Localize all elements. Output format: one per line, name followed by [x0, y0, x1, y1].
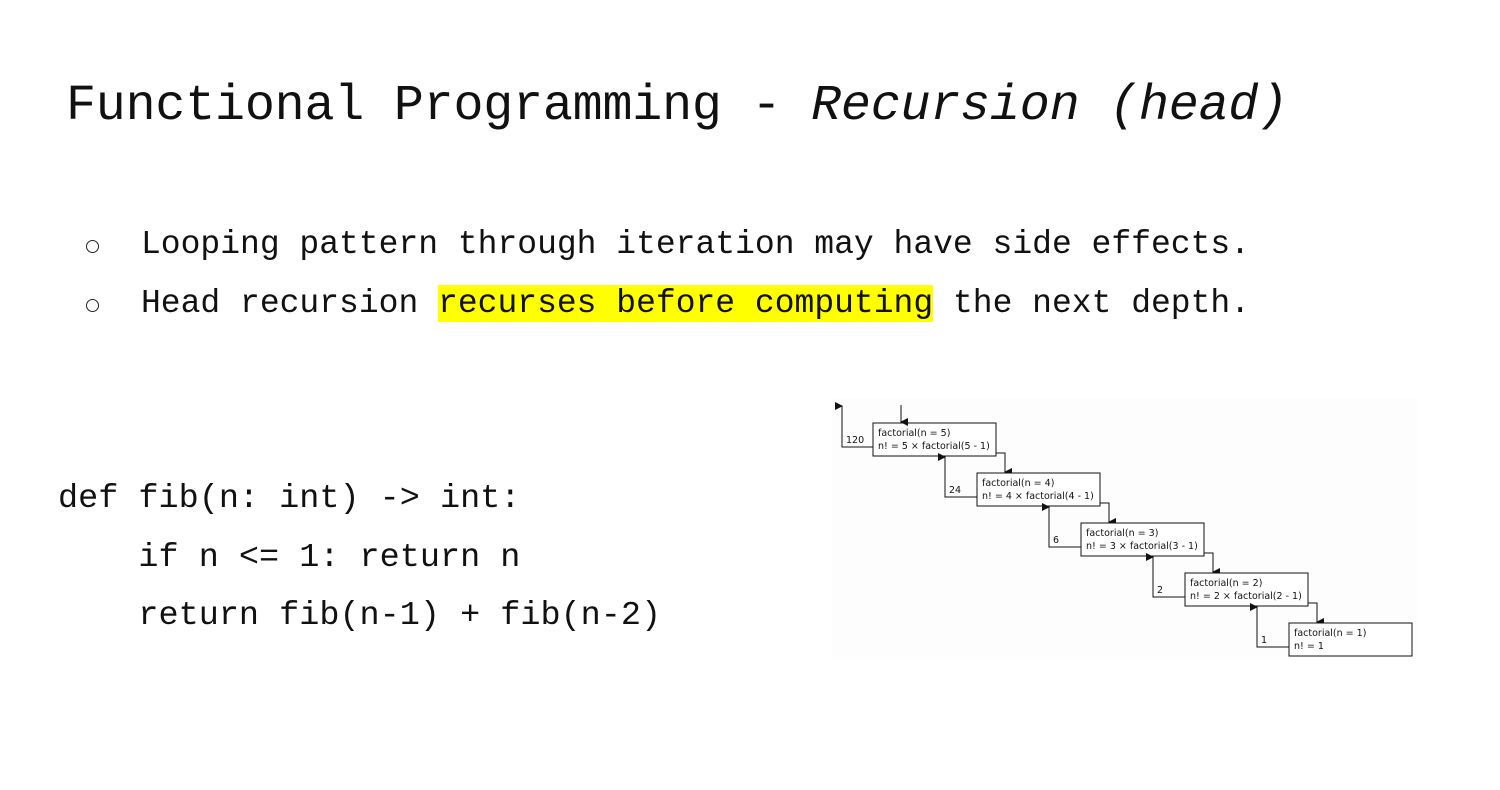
stack-frame-call: factorial(n = 3)	[1086, 528, 1158, 539]
stack-frame-call: factorial(n = 4)	[982, 478, 1054, 489]
bullet-item: Head recursion recurses before computing…	[0, 285, 1250, 344]
code-block: def fib(n: int) -> int: if n <= 1: retur…	[58, 470, 661, 646]
return-value-label: 24	[949, 485, 961, 496]
code-line: return fib(n-1) + fib(n-2)	[58, 597, 662, 635]
call-arrow	[1204, 552, 1220, 576]
highlighted-text: recurses before computing	[438, 285, 934, 322]
return-value-label: 6	[1053, 535, 1059, 546]
title-emphasis: Recursion (head)	[811, 78, 1289, 135]
return-arrow	[835, 402, 873, 448]
code-line: def fib(n: int) -> int:	[58, 480, 521, 518]
call-arrow	[1308, 602, 1324, 626]
return-value-label: 2	[1157, 585, 1163, 596]
bullet-text-before: Head recursion	[141, 285, 439, 322]
stack-frame-formula: n! = 4 × factorial(4 - 1)	[982, 491, 1094, 502]
bullet-list: Looping pattern through iteration may ha…	[0, 226, 1250, 344]
return-arrow	[1250, 603, 1289, 648]
return-value-label: 120	[846, 435, 864, 446]
stack-frame-call: factorial(n = 1)	[1294, 628, 1366, 639]
slide-title: Functional Programming - Recursion (head…	[66, 78, 1288, 135]
recursion-diagram-svg: factorial(n = 5) n! = 5 × factorial(5 - 1…	[835, 402, 1413, 657]
stack-frame-box	[872, 422, 997, 457]
stack-frame-box	[1288, 622, 1413, 657]
stack-frame-box	[976, 472, 1101, 507]
stack-frame-call: factorial(n = 5)	[878, 428, 950, 439]
stack-frame-call: factorial(n = 2)	[1190, 578, 1262, 589]
bullet-text-after: the next depth.	[933, 285, 1251, 322]
bullet-text: Looping pattern through iteration may ha…	[141, 226, 1250, 263]
stack-frame-box	[1184, 572, 1309, 607]
return-arrow	[938, 453, 977, 498]
title-main: Functional Programming -	[66, 78, 812, 135]
stack-frame-formula: n! = 1	[1294, 641, 1324, 652]
recursion-diagram: factorial(n = 5) n! = 5 × factorial(5 - 1…	[832, 398, 1417, 660]
stack-frame-box	[1080, 522, 1205, 557]
return-arrow	[1042, 503, 1081, 548]
bullet-circle-icon	[86, 299, 99, 312]
return-value-label: 1	[1261, 635, 1267, 646]
bullet-text: Head recursion recurses before computing…	[141, 285, 1250, 322]
return-arrow	[1146, 553, 1185, 598]
bullet-circle-icon	[86, 240, 99, 253]
stack-frame-formula: n! = 5 × factorial(5 - 1)	[878, 441, 990, 452]
call-arrow	[996, 452, 1012, 476]
bullet-item: Looping pattern through iteration may ha…	[0, 226, 1250, 285]
code-line: if n <= 1: return n	[58, 538, 521, 577]
call-arrow	[1100, 502, 1116, 526]
stack-frame-formula: n! = 2 × factorial(2 - 1)	[1190, 591, 1302, 602]
stack-frame-formula: n! = 3 × factorial(3 - 1)	[1086, 541, 1198, 552]
